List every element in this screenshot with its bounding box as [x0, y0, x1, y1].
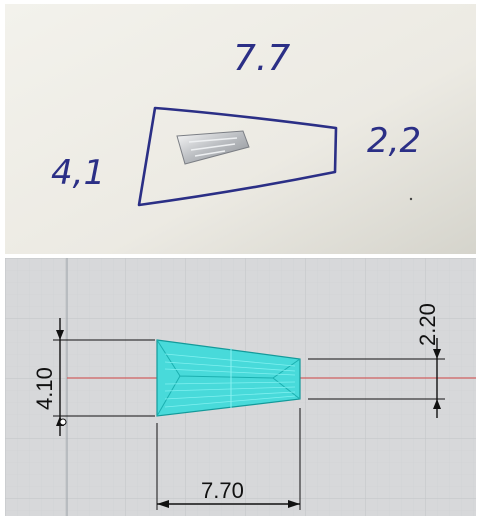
- paper-background: [5, 4, 476, 254]
- left-height-dimension-text: 4.10: [32, 367, 57, 410]
- bottom-width-dimension-text: 7.70: [201, 478, 244, 503]
- right-dim-arrow-top: [433, 349, 441, 359]
- paper-sketch-photo: 7.7 4,1 2,2: [5, 4, 476, 254]
- bottom-dim-arrow-right: [288, 500, 300, 508]
- handwritten-right-height: 2,2: [367, 121, 421, 161]
- left-dim-arrow-top: [56, 330, 64, 340]
- handwritten-left-height: 4,1: [51, 153, 105, 193]
- cad-part-trapezoid: [156, 339, 301, 417]
- handdrawn-trapezoid-outline: [137, 106, 338, 207]
- foil-highlights: [188, 137, 238, 157]
- right-height-dimension-text: 2.20: [415, 303, 440, 346]
- bottom-dim-arrow-left: [157, 500, 169, 508]
- cad-dimension-view: 4.10 2.20 7.70: [5, 258, 476, 516]
- right-dim-arrow-bottom: [433, 399, 441, 409]
- sketch-drawing: 7.7 4,1 2,2: [5, 4, 476, 254]
- cad-drawing: 4.10 2.20 7.70: [5, 258, 476, 516]
- handwritten-top-length: 7.7: [233, 38, 290, 79]
- origin-marker: [59, 418, 67, 426]
- paper-speck: [409, 197, 413, 201]
